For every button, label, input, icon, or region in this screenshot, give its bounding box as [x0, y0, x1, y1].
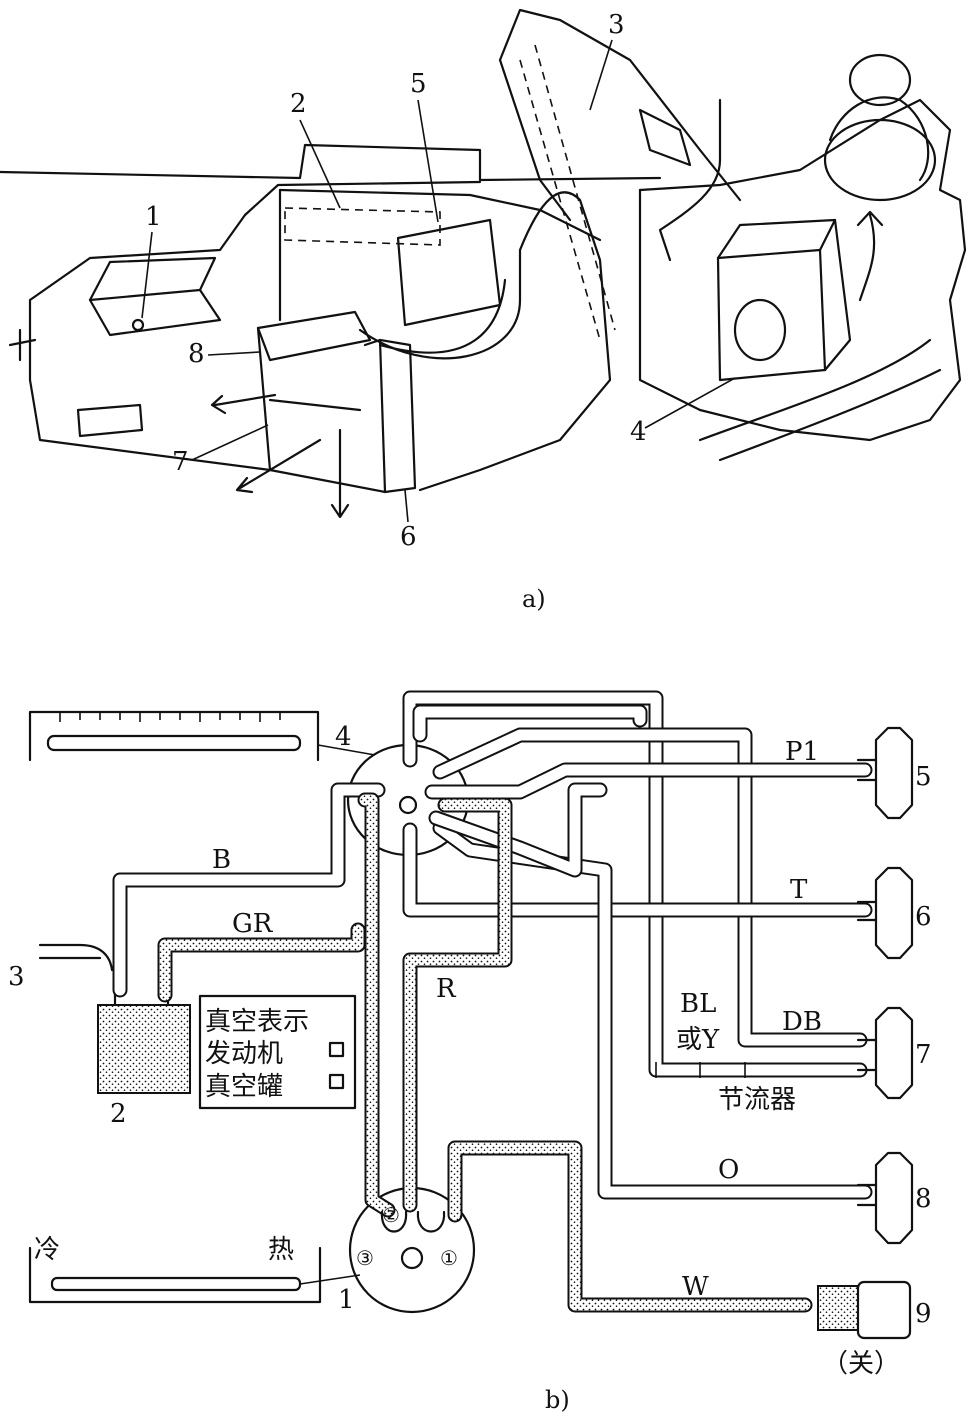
temp-hot-label: 热 [268, 1235, 294, 1265]
valve9-state: （关） [822, 1349, 900, 1379]
label-5: 5 [410, 69, 439, 223]
temp-cold-label: 冷 [34, 1235, 60, 1265]
caption-b: b) [545, 1386, 570, 1414]
blower-box-4 [716, 248, 827, 382]
port-2: ② [382, 1203, 400, 1227]
svg-text:7: 7 [172, 447, 189, 477]
vacuum-legend [198, 994, 357, 1110]
label-8: 8 [188, 339, 261, 369]
svg-text:3: 3 [608, 10, 625, 40]
actuator-7 [856, 1006, 914, 1100]
label-3b: 3 [8, 962, 25, 992]
label-4: 4 [630, 377, 736, 447]
svg-text:5: 5 [410, 69, 427, 99]
label-1b: 1 [338, 1285, 355, 1315]
legend-tank: 真空罐 [205, 1072, 283, 1102]
hose-label-o: O [718, 1155, 739, 1185]
control-panel [88, 288, 222, 337]
label-2b: 2 [110, 1099, 127, 1129]
function-lever-4 [28, 710, 376, 762]
port-1: ① [440, 1246, 458, 1270]
svg-text:2: 2 [290, 89, 307, 119]
port-3: ③ [356, 1246, 374, 1270]
hose-label-p1: P1 [785, 737, 819, 767]
hose-label-db: DB [782, 1007, 822, 1037]
diagram-b-vacuum-circuit [28, 690, 914, 1340]
vacuum-valve-9 [817, 1280, 912, 1340]
label-7b: 7 [915, 1040, 932, 1070]
label-6: 6 [400, 489, 417, 552]
hose-label-or-y: 或Y [676, 1025, 720, 1055]
hose-label-bl: BL [680, 989, 716, 1019]
svg-text:6: 6 [400, 522, 417, 552]
actuator-6 [856, 866, 914, 960]
hose-label-b: B [212, 845, 231, 875]
label-8b: 8 [915, 1184, 932, 1214]
svg-text:1: 1 [145, 202, 162, 232]
label-2: 2 [290, 89, 341, 209]
legend-engine: 发动机 [205, 1039, 283, 1069]
actuator-8 [856, 1151, 914, 1245]
restrictor-label: 节流器 [718, 1085, 796, 1115]
diagram-a-hvac-unit: 1 2 3 4 5 6 7 8 a) [0, 8, 967, 613]
hose-label-w: W [682, 1272, 709, 1302]
label-9b: 9 [915, 1299, 932, 1329]
svg-text:8: 8 [188, 339, 205, 369]
temp-lever [28, 1246, 361, 1304]
label-1: 1 [141, 202, 162, 319]
label-6b: 6 [915, 902, 932, 932]
vacuum-tank-2 [97, 1004, 191, 1094]
caption-a: a) [522, 585, 546, 613]
hose-label-gr: GR [232, 909, 274, 939]
label-7: 7 [172, 424, 269, 477]
actuator-5 [856, 726, 914, 820]
label-3: 3 [589, 10, 625, 111]
label-4b: 4 [335, 722, 352, 752]
hose-label-r: R [436, 974, 457, 1004]
valve-center-ball [398, 795, 418, 815]
heater-core-5 [396, 218, 502, 327]
label-5b: 5 [915, 762, 932, 792]
legend-title: 真空表示 [205, 1007, 309, 1037]
svg-text:4: 4 [630, 417, 647, 447]
hose-label-t: T [790, 875, 808, 905]
